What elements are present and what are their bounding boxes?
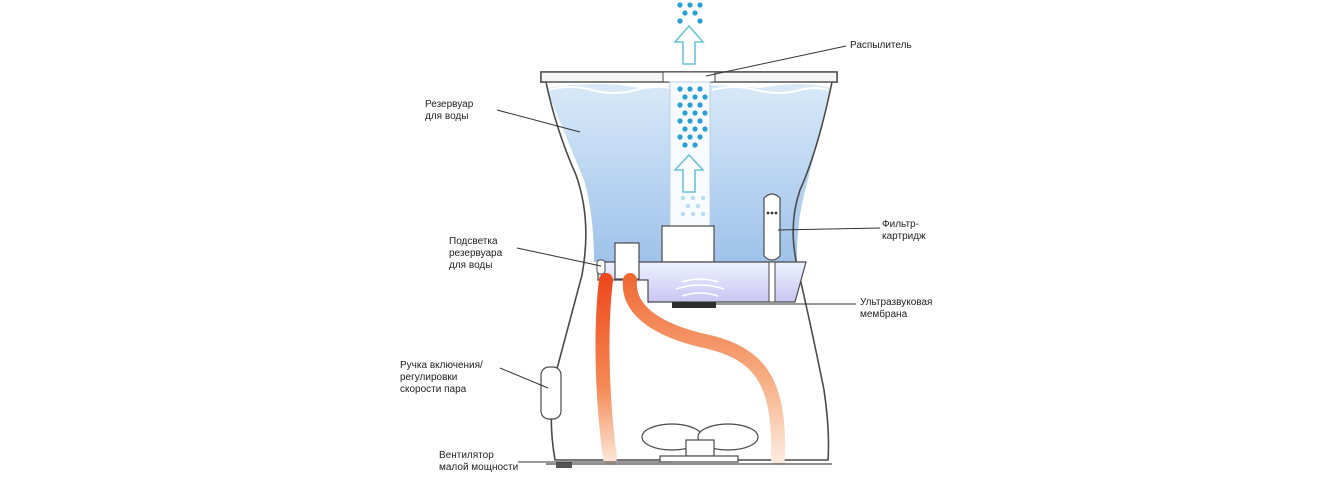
leader-filter (777, 227, 881, 231)
speed-knob (540, 366, 562, 420)
membrane-tray (597, 261, 807, 303)
leader-atomizer (705, 45, 847, 77)
atomizer-nozzle (662, 71, 716, 83)
mist-dots-column (677, 86, 708, 148)
humidifier-body (540, 71, 838, 461)
mist-dots-faint (680, 195, 706, 217)
heat-flow-left (595, 273, 617, 465)
heat-flow-right (622, 273, 786, 465)
label-atomizer: Распылитель (850, 40, 912, 51)
label-reservoir: Резервуар для воды (425, 99, 474, 122)
mist-column (669, 81, 711, 228)
membrane-waves (675, 278, 725, 297)
ultrasonic-membrane (672, 302, 716, 308)
atomizer-housing (661, 225, 715, 263)
label-filter: Фильтр- картридж (882, 219, 926, 242)
water-surface (547, 86, 829, 94)
backlight-column (614, 242, 640, 280)
base-foot (556, 462, 572, 468)
mist-dots-above (677, 2, 703, 24)
arrow-up-top-icon (673, 24, 705, 65)
leader-reservoir (496, 109, 581, 133)
arrow-up-icon (673, 153, 705, 193)
label-fan: Вентилятор малой мощности (439, 450, 519, 473)
filter-dots (766, 211, 778, 215)
label-knob: Ручка включения/ регулировки скорости па… (400, 360, 483, 395)
label-membrane: Ультразвуковая мембрана (860, 297, 933, 320)
label-backlight: Подсветка резервуара для воды (449, 236, 503, 271)
leader-knob (499, 367, 549, 389)
backlight-lamp (596, 259, 606, 275)
leader-backlight (516, 247, 602, 267)
fan-icon (641, 423, 759, 463)
filter-stem (768, 261, 776, 303)
filter-cartridge (763, 193, 781, 261)
